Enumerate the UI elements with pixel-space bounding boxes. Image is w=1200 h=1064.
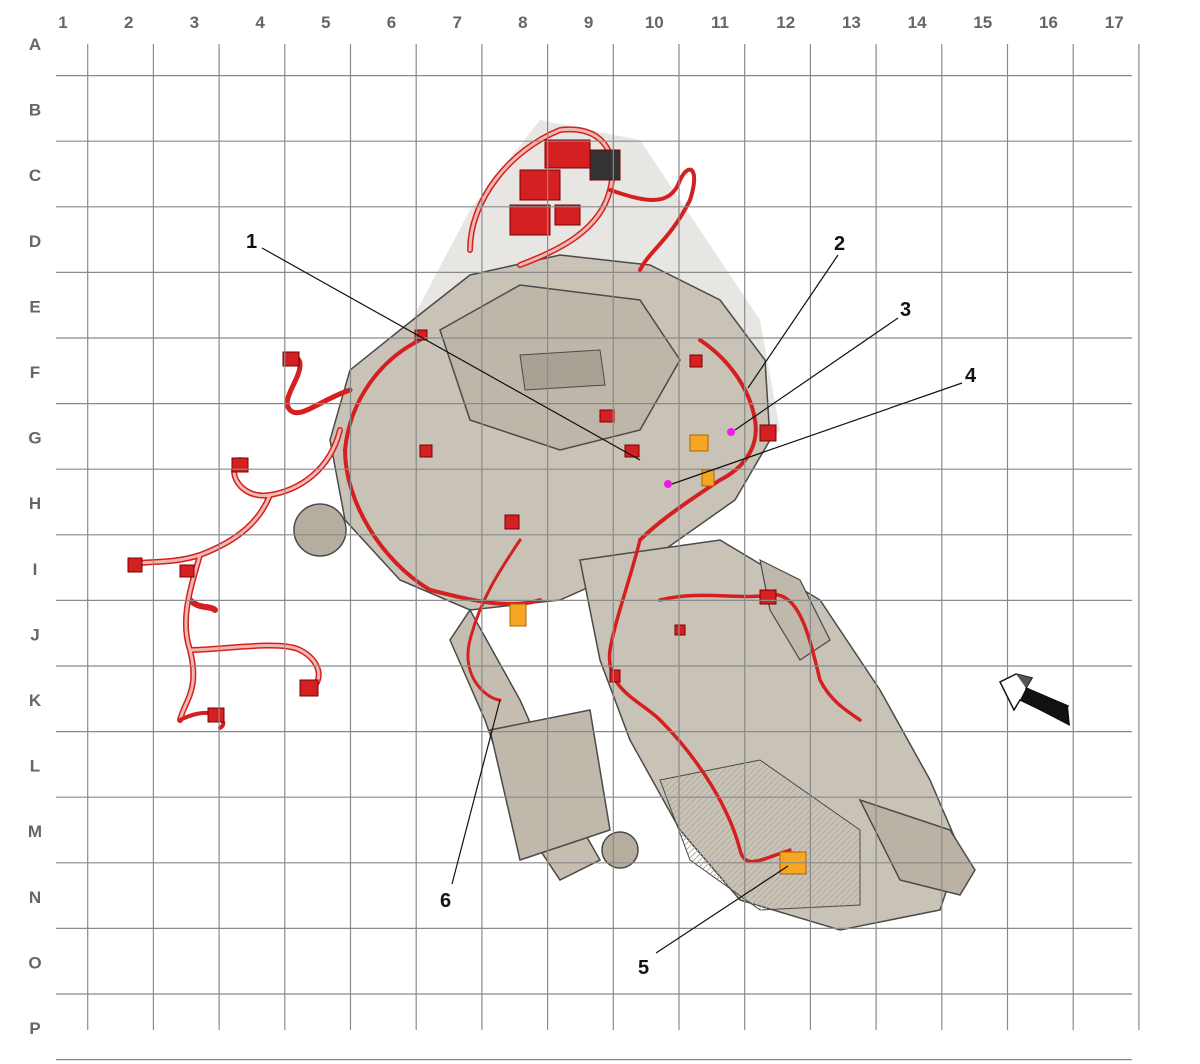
leader-line-3	[734, 317, 899, 431]
connector-left-6	[179, 564, 195, 578]
column-label-7: 7	[452, 13, 461, 32]
harmonic-balancer	[293, 503, 347, 557]
column-label-13: 13	[842, 13, 861, 32]
connector-top-1	[544, 139, 591, 169]
leader-line-5	[655, 865, 789, 954]
highlighted-connectors	[509, 434, 807, 875]
transmission-tailshaft	[858, 798, 976, 896]
connector-engine-4	[504, 514, 520, 530]
callout-label-1: 1	[246, 231, 257, 253]
leader-line-1	[261, 247, 641, 461]
column-label-4: 4	[255, 13, 265, 32]
row-label-M: M	[28, 822, 42, 841]
row-label-O: O	[28, 953, 41, 972]
column-label-6: 6	[387, 13, 396, 32]
catalytic-converter	[489, 709, 611, 861]
row-label-I: I	[33, 560, 38, 579]
column-label-10: 10	[645, 13, 664, 32]
row-label-P: P	[29, 1019, 40, 1038]
column-label-16: 16	[1039, 13, 1058, 32]
row-label-A: A	[29, 35, 41, 54]
highlighted-connector-gh	[689, 434, 709, 452]
callout-labels: 1 2 3 4 5 6	[246, 231, 977, 979]
row-labels: A B C D E F G H I J K L M N O P	[28, 35, 42, 1038]
leader-line-2	[747, 254, 839, 389]
front-direction-arrow-icon	[998, 673, 1070, 726]
callout-label-5: 5	[638, 957, 649, 979]
row-label-N: N	[29, 888, 41, 907]
harness-center-branch	[466, 538, 522, 702]
connector-engine-2	[599, 409, 615, 423]
column-label-5: 5	[321, 13, 330, 32]
connector-left-4	[299, 679, 319, 697]
harness-branch-left-inner	[133, 428, 342, 722]
harness-branch-left-outer	[132, 427, 343, 723]
marker-point-4	[664, 480, 672, 488]
harness-transmission	[607, 538, 862, 864]
row-label-F: F	[30, 363, 40, 382]
column-label-15: 15	[973, 13, 992, 32]
row-label-L: L	[30, 757, 40, 776]
column-label-1: 1	[58, 13, 67, 32]
column-label-12: 12	[776, 13, 795, 32]
leader-line-4	[671, 382, 963, 485]
connector-trans-1	[759, 589, 777, 605]
column-label-3: 3	[190, 13, 199, 32]
engine-cover-logo	[519, 349, 606, 391]
callout-label-3: 3	[900, 299, 911, 321]
marker-point-3	[727, 428, 735, 436]
wiring-harness	[132, 126, 862, 864]
harness-branch-top-inner	[468, 127, 615, 267]
connector-top-2	[519, 169, 561, 201]
callout-label-6: 6	[440, 890, 451, 912]
reference-grid	[56, 44, 1140, 1061]
connector-left-3	[127, 557, 143, 573]
column-label-14: 14	[908, 13, 927, 32]
harness-engine-loop	[343, 338, 542, 607]
highlighted-connector-h	[701, 469, 715, 487]
ground-markers	[664, 428, 735, 488]
highlighted-connector-j	[509, 603, 527, 627]
column-label-9: 9	[584, 13, 593, 32]
leader-line-6	[451, 699, 501, 885]
harness-branch-top-right	[608, 167, 697, 272]
column-label-17: 17	[1105, 13, 1124, 32]
callout-label-2: 2	[834, 233, 845, 255]
connector-engine-7	[689, 354, 703, 368]
connector-top-4	[554, 204, 581, 226]
callout-leaders	[261, 247, 963, 954]
connector-engine-6	[759, 424, 777, 442]
connector-trans-2	[674, 624, 686, 636]
row-label-H: H	[29, 494, 41, 513]
row-label-K: K	[29, 691, 42, 710]
row-label-E: E	[29, 297, 40, 316]
connector-top-5	[589, 149, 621, 181]
callout-label-4: 4	[965, 365, 977, 387]
connector-top-3	[509, 204, 551, 236]
connector-left-5	[207, 707, 225, 723]
row-label-B: B	[29, 101, 41, 120]
harness-connectors	[127, 139, 777, 723]
column-label-8: 8	[518, 13, 527, 32]
row-label-C: C	[29, 166, 41, 185]
connector-engine-5	[419, 444, 433, 458]
connector-left-2	[231, 457, 249, 473]
row-label-G: G	[28, 429, 41, 448]
column-label-2: 2	[124, 13, 133, 32]
connector-left-1	[282, 351, 300, 367]
connector-trans-3	[609, 669, 621, 683]
row-label-D: D	[29, 232, 41, 251]
column-label-11: 11	[711, 13, 729, 32]
connector-engine-1	[414, 329, 428, 341]
row-label-J: J	[30, 625, 39, 644]
exhaust-flange	[601, 831, 639, 869]
